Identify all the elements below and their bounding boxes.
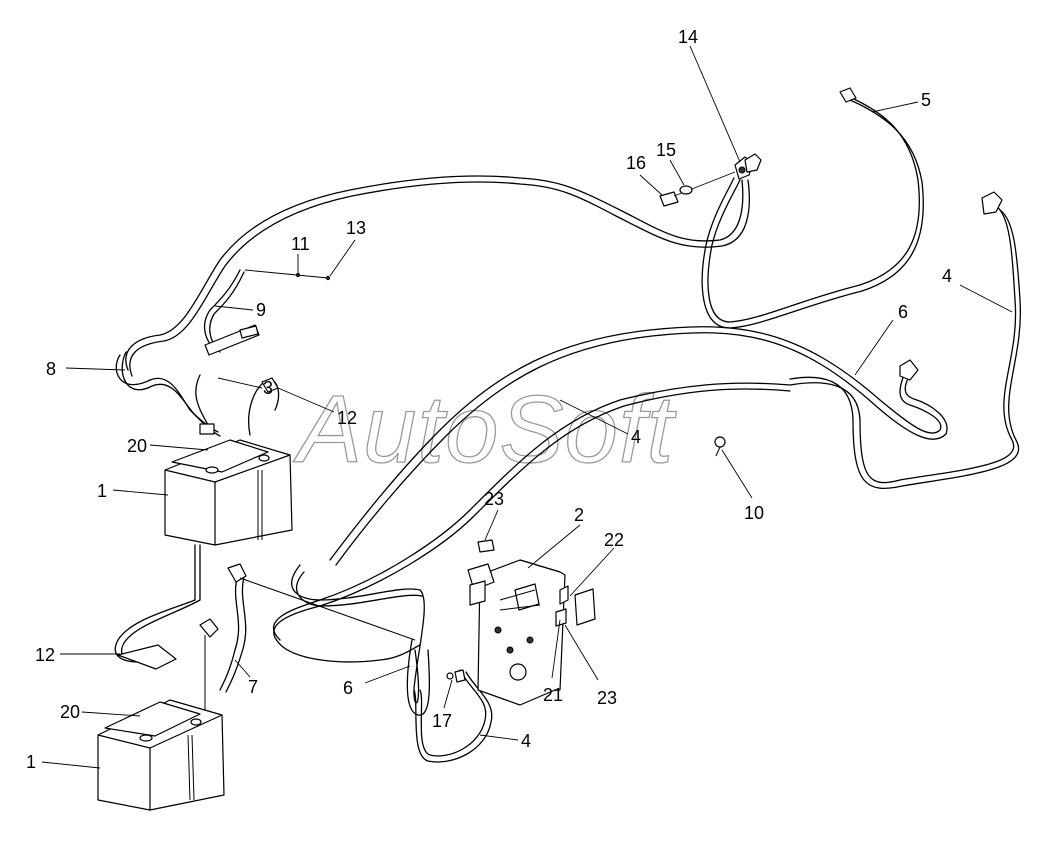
callout-10: 10 xyxy=(744,503,764,523)
washer-15 xyxy=(679,185,693,195)
callout-7: 7 xyxy=(248,677,258,697)
callout-5: 5 xyxy=(921,90,931,110)
callout-12-top: 12 xyxy=(337,408,357,428)
callout-6-bottom: 6 xyxy=(343,678,353,698)
watermark-text: AutoSoft xyxy=(293,376,677,483)
cable-3 xyxy=(195,374,280,436)
callout-1-top: 1 xyxy=(97,481,107,501)
terminal-14 xyxy=(734,153,762,180)
bolt-16 xyxy=(659,171,736,207)
callout-12-bottom: 12 xyxy=(35,645,55,665)
callout-9: 9 xyxy=(256,300,266,320)
callout-21: 21 xyxy=(543,685,563,705)
callout-3: 3 xyxy=(263,378,273,398)
callout-4-right: 4 xyxy=(942,266,952,286)
callout-4-bottom: 4 xyxy=(521,731,531,751)
callouts: 1 1 2 3 4 4 4 5 6 6 7 8 9 10 11 13 12 12… xyxy=(26,27,952,772)
callout-8: 8 xyxy=(46,359,56,379)
callout-2: 2 xyxy=(574,505,584,525)
callout-22: 22 xyxy=(604,530,624,550)
battery-top xyxy=(164,423,293,546)
harness-main-top xyxy=(115,175,750,437)
leader-lines xyxy=(41,45,1013,769)
callout-23-bottom: 23 xyxy=(597,688,617,708)
junction-box-2 xyxy=(467,539,596,706)
callout-1-bottom: 1 xyxy=(26,752,36,772)
cable-5 xyxy=(701,87,924,329)
callout-23-top: 23 xyxy=(484,489,504,509)
cable-6 xyxy=(291,326,948,716)
callout-6-right: 6 xyxy=(898,302,908,322)
battery-bottom xyxy=(97,699,225,811)
callout-16: 16 xyxy=(626,153,646,173)
callout-20-bottom: 20 xyxy=(60,702,80,722)
cable-9 xyxy=(203,269,331,356)
callout-13: 13 xyxy=(346,218,366,238)
cable-12-lower xyxy=(114,544,219,710)
callout-11: 11 xyxy=(291,234,310,254)
connector-17 xyxy=(446,669,466,683)
callout-15: 15 xyxy=(656,140,676,160)
callout-20-top: 20 xyxy=(127,436,147,456)
cable-4-right xyxy=(789,191,1022,490)
clip-10 xyxy=(714,436,726,457)
cable-7 xyxy=(219,563,416,693)
callout-14: 14 xyxy=(678,27,698,47)
callout-17: 17 xyxy=(432,711,452,731)
callout-4-center: 4 xyxy=(631,427,641,447)
